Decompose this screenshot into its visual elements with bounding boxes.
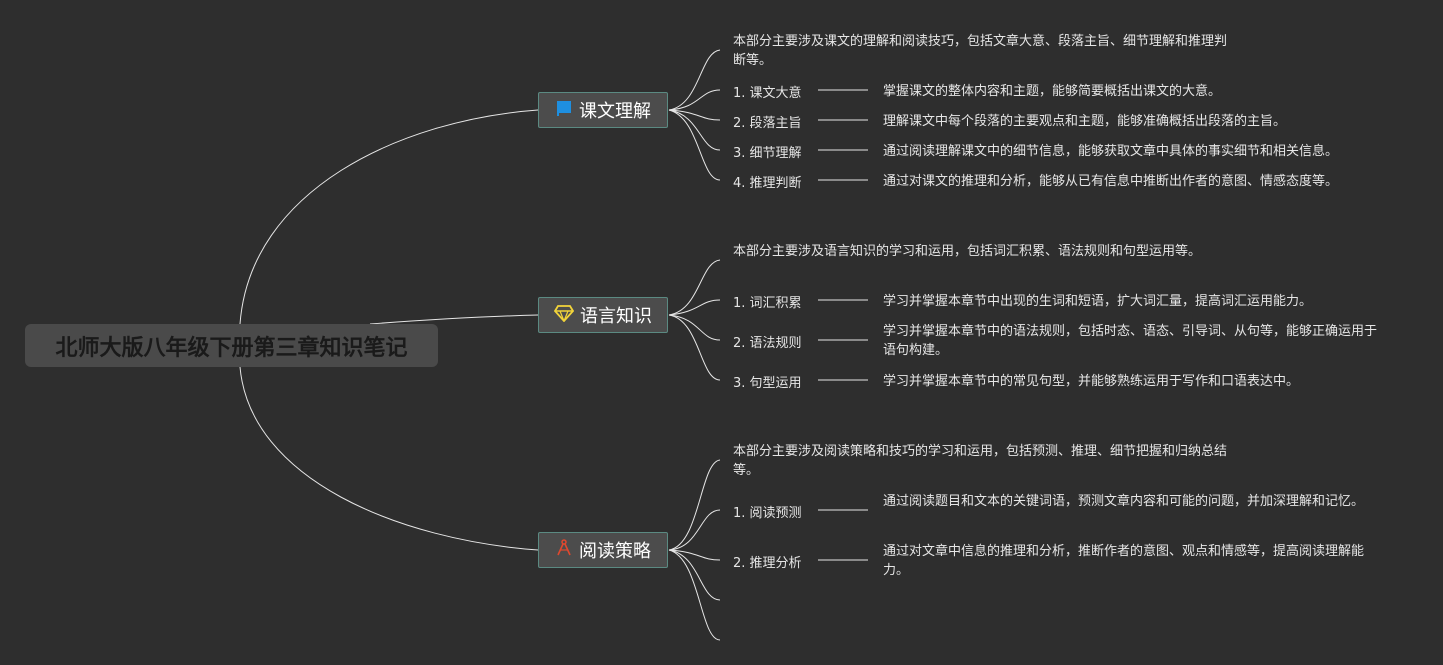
diamond-icon: [553, 304, 575, 327]
link-root-branch-1: [239, 109, 539, 325]
root-topic[interactable]: 北师大版八年级下册第三章知识笔记: [25, 324, 438, 367]
subtopic-label[interactable]: 1. 词汇积累: [733, 296, 802, 311]
link-root-branch-2: [369, 314, 539, 325]
subtopic-note[interactable]: 通过阅读理解课文中的细节信息，能够获取文章中具体的事实细节和相关信息。: [883, 144, 1339, 159]
compass-icon: [555, 538, 573, 562]
branch-label: 课文理解: [579, 101, 651, 122]
subtopic-label[interactable]: 3. 细节理解: [733, 146, 802, 161]
flag-icon: [555, 99, 573, 122]
subtopic-note[interactable]: 学习并掌握本章节中出现的生词和短语，扩大词汇量，提高词汇运用能力。: [883, 294, 1313, 309]
subtopic-note[interactable]: 理解课文中每个段落的主要观点和主题，能够准确概括出段落的主旨。: [883, 114, 1287, 129]
branch-description[interactable]: 本部分主要涉及语言知识的学习和运用，包括词汇积累、语法规则和句型运用等。: [733, 244, 1202, 259]
subtopic-note[interactable]: 学习并掌握本章节中的常见句型，并能够熟练运用于写作和口语表达中。: [883, 374, 1300, 389]
branch-description[interactable]: 本部分主要涉及课文的理解和阅读技巧，包括文章大意、段落主旨、细节理解和推理判断等…: [733, 34, 1228, 68]
subtopic-label[interactable]: 2. 推理分析: [733, 556, 802, 571]
branch-topic-reading-strategies[interactable]: 阅读策略: [538, 532, 668, 568]
branch-topic-language-knowledge[interactable]: 语言知识: [538, 297, 668, 333]
subtopic-note[interactable]: 掌握课文的整体内容和主题，能够简要概括出课文的大意。: [883, 84, 1222, 99]
subtopic-label[interactable]: 2. 段落主旨: [733, 116, 802, 131]
subtopic-label[interactable]: 1. 课文大意: [733, 86, 802, 101]
subtopic-label[interactable]: 4. 推理判断: [733, 176, 802, 191]
subtopic-note[interactable]: 学习并掌握本章节中的语法规则，包括时态、语态、引导词、从句等，能够正确运用于语句…: [883, 324, 1378, 358]
branch-label: 语言知识: [580, 306, 652, 327]
link-root-branch-3: [239, 366, 539, 551]
root-title: 北师大版八年级下册第三章知识笔记: [55, 335, 408, 361]
subtopic-note[interactable]: 通过对课文的推理和分析，能够从已有信息中推断出作者的意图、情感态度等。: [883, 174, 1339, 189]
subtopic-label[interactable]: 2. 语法规则: [733, 336, 802, 351]
subtopic-label[interactable]: 1. 阅读预测: [733, 506, 802, 521]
subtopic-note[interactable]: 通过对文章中信息的推理和分析，推断作者的意图、观点和情感等，提高阅读理解能力。: [883, 544, 1365, 578]
subtopic-label[interactable]: 3. 句型运用: [733, 376, 802, 391]
branch-topic-reading-comprehension[interactable]: 课文理解: [538, 92, 668, 128]
branch-description[interactable]: 本部分主要涉及阅读策略和技巧的学习和运用，包括预测、推理、细节把握和归纳总结等。: [733, 444, 1228, 478]
branch-label: 阅读策略: [579, 541, 651, 562]
subtopic-note[interactable]: 通过阅读题目和文本的关键词语，预测文章内容和可能的问题，并加深理解和记忆。: [883, 494, 1365, 509]
